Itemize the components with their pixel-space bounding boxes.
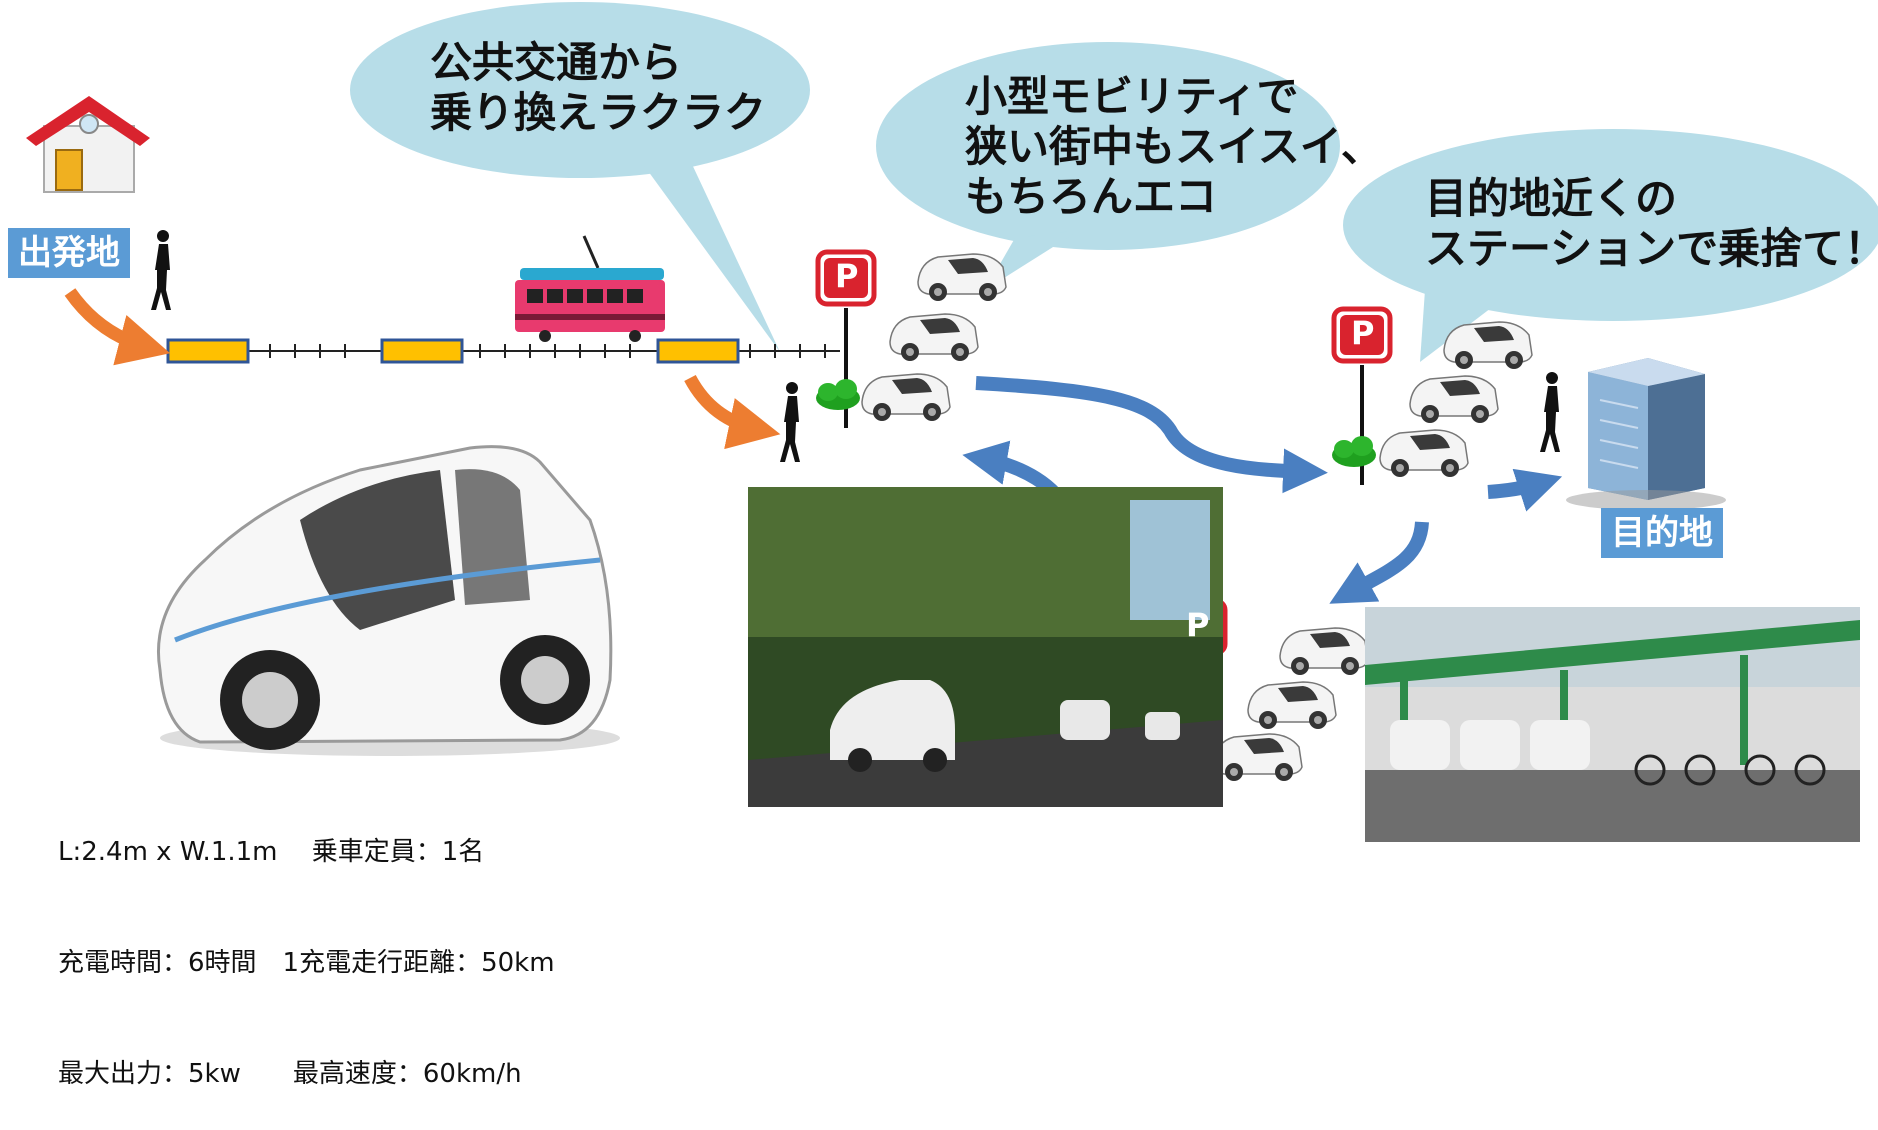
- spec-line: 最大出力：5kw 最高速度：60km/h: [58, 1059, 522, 1089]
- mobility-car-icon: [889, 313, 979, 362]
- speech-bubble-mobility: [876, 42, 1340, 290]
- speech-bubble-station: [1343, 129, 1878, 362]
- office-building-icon: [1566, 358, 1726, 510]
- bubble-station-text: 目的地近くの ステーションで乗捨て！: [1425, 174, 1878, 273]
- mobility-car-icon: [1247, 681, 1337, 730]
- person-icon-start: [151, 230, 171, 310]
- mobility-car-icon: [1409, 375, 1499, 424]
- mobility-car-icon: [917, 253, 1007, 302]
- mobility-car-icon: [1213, 733, 1303, 782]
- destination-label: 目的地: [1601, 508, 1723, 558]
- tram-icon: [515, 235, 665, 342]
- start-label: 出発地: [8, 228, 130, 278]
- blue-arrow-to-destination: [1487, 468, 1563, 512]
- mobility-car-icon: [1379, 429, 1469, 478]
- orange-arrow-transfer: [684, 374, 781, 450]
- diagram-canvas: [26, 2, 1878, 842]
- speech-bubble-transit: [350, 2, 810, 352]
- blue-arrow-to-station: [975, 376, 1328, 494]
- charging-station-photo: [1365, 607, 1860, 842]
- station-platform-2: [380, 338, 464, 364]
- spec-line: L:2.4m x W.1.1m 乗車定員：1名: [58, 837, 485, 867]
- person-icon-destination: [1540, 372, 1560, 452]
- bubble-transit-text: 公共交通から 乗り換えラクラク: [430, 38, 767, 137]
- vehicle-specs: L:2.4m x W.1.1m 乗車定員：1名 充電時間：6時間 1充電走行距離…: [58, 760, 555, 1130]
- mobility-car-icon: [1279, 627, 1369, 676]
- street-photo: [748, 487, 1223, 807]
- ultra-compact-ev-image: [156, 445, 620, 756]
- bubble-mobility-text: 小型モビリティで 狭い街中もスイスイ、 もちろんエコ: [965, 72, 1383, 221]
- station-platform-3: [656, 338, 740, 364]
- house-icon: [26, 96, 150, 193]
- mobility-car-icon: [1443, 321, 1533, 370]
- person-icon-transfer: [780, 382, 800, 462]
- orange-arrow-start: [64, 288, 171, 366]
- parking-sign-letter: P: [1351, 314, 1375, 352]
- spec-line: 充電時間：6時間 1充電走行距離：50km: [58, 948, 555, 978]
- station-platform-1: [166, 338, 250, 364]
- parking-sign-letter: P: [1186, 606, 1210, 644]
- parking-sign-letter: P: [835, 257, 859, 295]
- mobility-car-icon: [861, 373, 951, 422]
- blue-arrow-to-port: [1329, 521, 1429, 604]
